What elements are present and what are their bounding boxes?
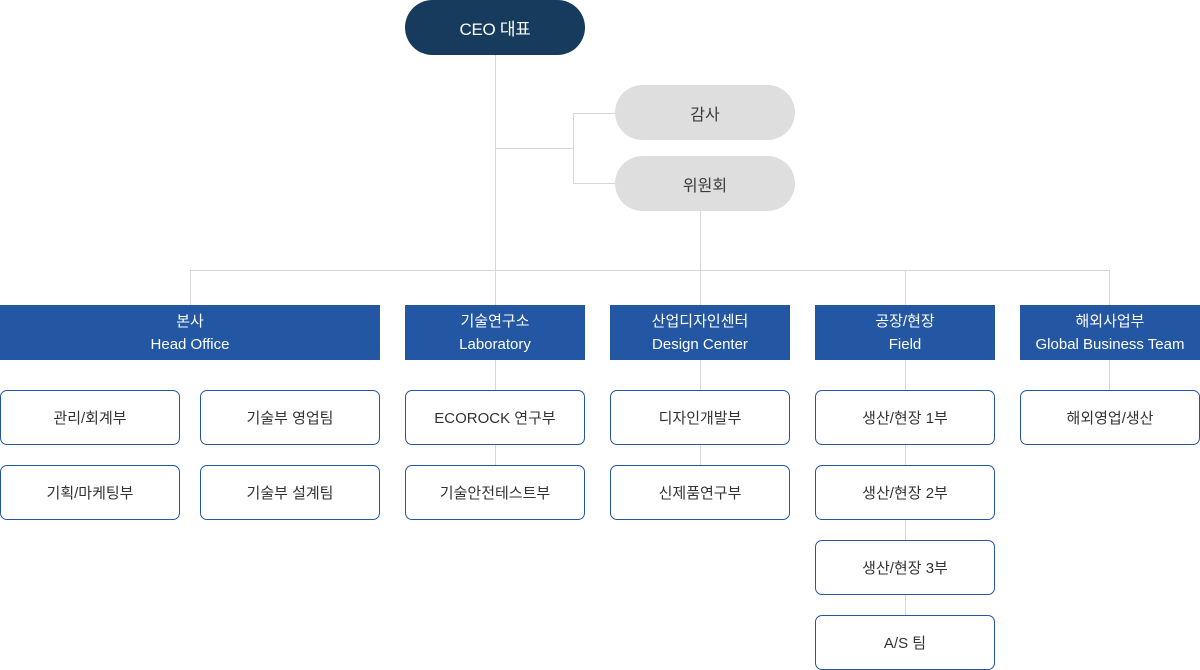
team-node: 기술부 영업팀 [200,390,380,445]
connector-line [495,55,496,271]
department-name: 산업디자인센터 [651,312,749,330]
department-english-name: Head Office [150,335,230,353]
connector-line [1109,270,1110,305]
connector-line [495,270,496,305]
team-node: 관리/회계부 [0,390,180,445]
team-node: 생산/현장 1부 [815,390,995,445]
department-name: 해외사업부 [1075,312,1145,330]
connector-line [700,270,701,305]
department-name: 공장/현장 [875,312,935,330]
team-node: 기술부 설계팀 [200,465,380,520]
department-head-office: 본사 Head Office [0,305,380,360]
department-name: 본사 [176,312,204,330]
department-laboratory: 기술연구소 Laboratory [405,305,585,360]
connector-line [495,148,573,149]
department-english-name: Field [888,335,922,353]
committee-node: 위원회 [615,156,795,211]
connector-line [700,211,701,271]
connector-line [1109,360,1110,390]
team-node: 기술안전테스트부 [405,465,585,520]
department-english-name: Laboratory [459,335,531,353]
department-design-center: 산업디자인센터 Design Center [610,305,790,360]
connector-line [190,270,1110,271]
department-global-business: 해외사업부 Global Business Team [1020,305,1200,360]
connector-line [573,113,574,183]
team-node: 해외영업/생산 [1020,390,1200,445]
connector-line [190,270,191,305]
connector-line [905,270,906,305]
team-node: ECOROCK 연구부 [405,390,585,445]
team-node: 신제품연구부 [610,465,790,520]
audit-node: 감사 [615,85,795,140]
team-node: A/S 팀 [815,615,995,670]
team-node: 생산/현장 3부 [815,540,995,595]
team-node: 생산/현장 2부 [815,465,995,520]
team-node: 기획/마케팅부 [0,465,180,520]
connector-line [573,183,615,184]
department-name: 기술연구소 [460,312,530,330]
team-node: 디자인개발부 [610,390,790,445]
department-field: 공장/현장 Field [815,305,995,360]
department-english-name: Design Center [652,335,748,353]
connector-line [573,113,615,114]
department-english-name: Global Business Team [1035,335,1185,353]
ceo-node: CEO 대표 [405,0,585,55]
